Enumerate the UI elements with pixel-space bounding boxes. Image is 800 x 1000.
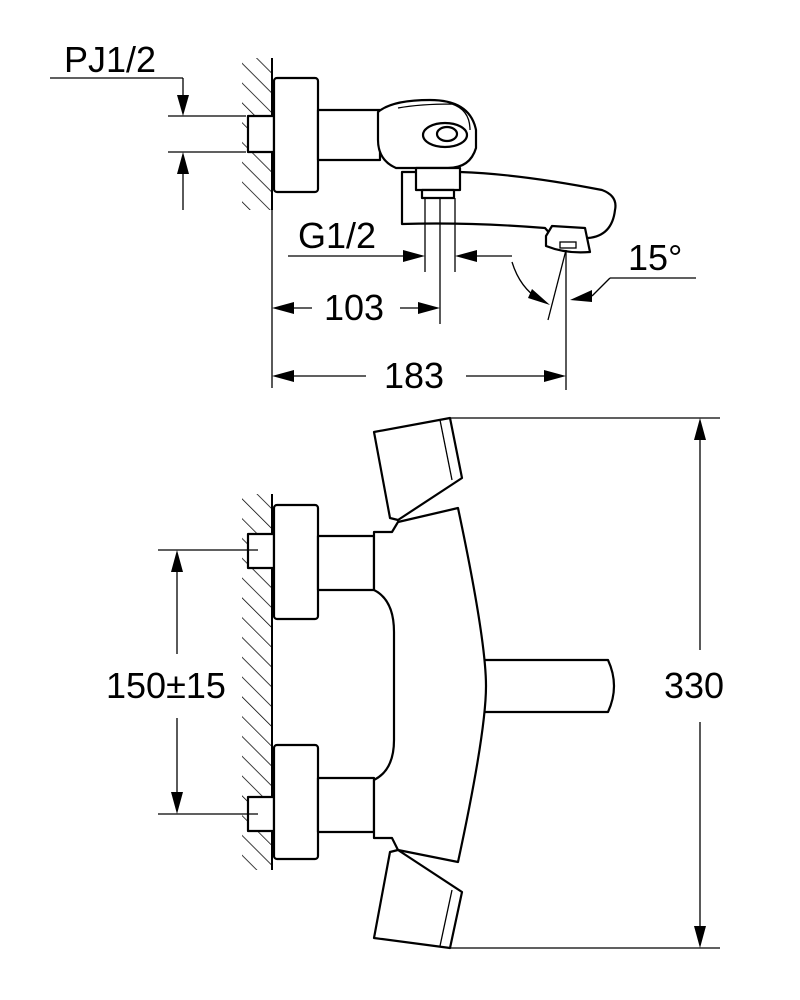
- upper-handle: [372, 416, 464, 522]
- label-outlet-thread: G1/2: [298, 215, 376, 256]
- label-inlet-spacing: 150±15: [106, 665, 226, 706]
- dim-total-depth: 183: [272, 318, 567, 396]
- dim-depth-to-outlet: 103: [271, 198, 441, 388]
- dim-spout-angle: 15°: [511, 237, 696, 321]
- connection-arm: [316, 108, 382, 162]
- lower-wall-flange: [272, 743, 320, 861]
- mixer-body-front: [372, 506, 488, 864]
- dim-outlet-thread: G1/2: [288, 198, 512, 272]
- wall-flange: [272, 76, 320, 194]
- lower-handle: [372, 848, 464, 950]
- label-inlet-thread: PJ1/2: [64, 39, 156, 80]
- upper-wall-flange: [272, 503, 320, 621]
- lower-arm: [316, 776, 376, 834]
- upper-inlet-connector: [246, 532, 276, 570]
- spout-front: [472, 658, 616, 714]
- inlet-connector: [246, 114, 276, 154]
- dim-inlet-spacing: 150±15: [106, 549, 258, 815]
- upper-arm: [316, 534, 376, 592]
- dim-inlet-thread: PJ1/2: [50, 39, 246, 210]
- outlet-fitting: [414, 166, 462, 192]
- side-view: PJ1/2 G1/2 15°: [50, 39, 696, 396]
- front-view: 330 150±15: [106, 416, 724, 950]
- dim-total-height: 330: [450, 417, 724, 949]
- spout-aerator: [544, 224, 592, 254]
- label-spout-angle: 15°: [628, 237, 682, 278]
- label-depth-to-outlet: 103: [324, 287, 384, 328]
- label-total-depth: 183: [384, 355, 444, 396]
- label-total-height: 330: [664, 665, 724, 706]
